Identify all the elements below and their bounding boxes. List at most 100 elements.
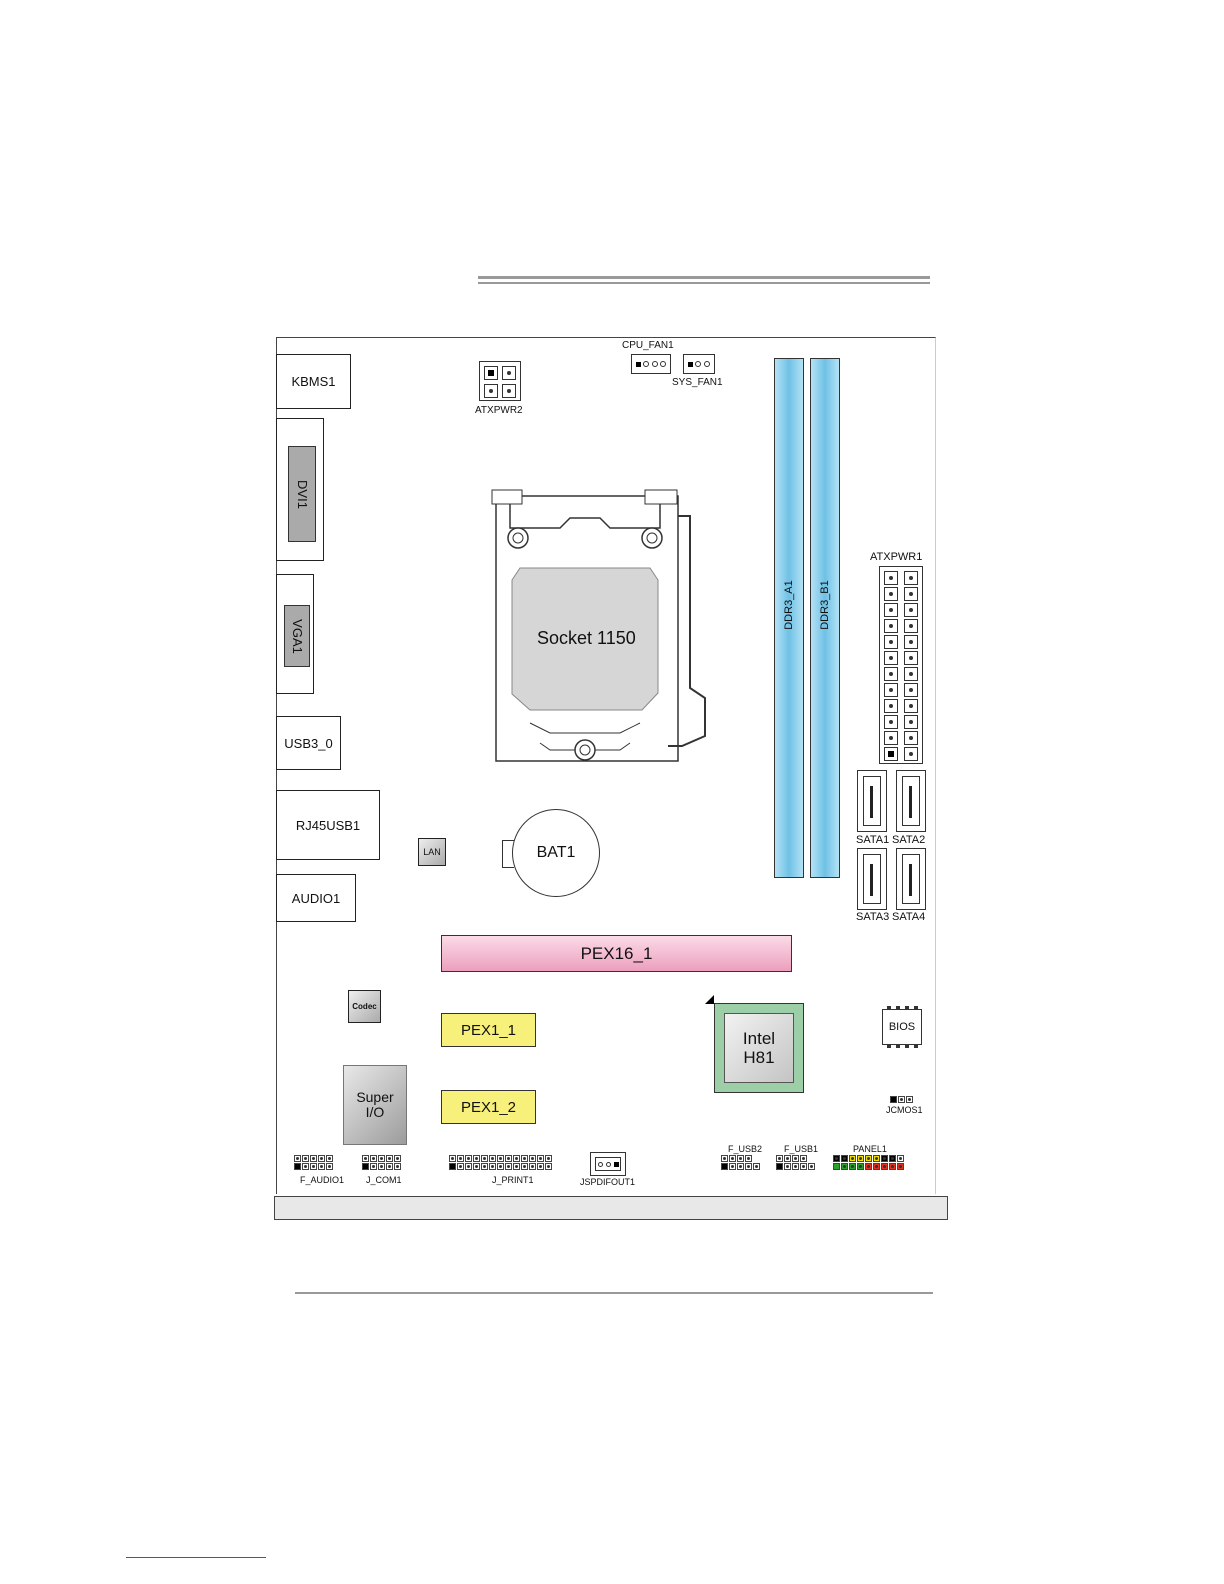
header-pin — [721, 1163, 728, 1170]
atxpwr1-pin — [904, 587, 918, 601]
atxpwr1-pin — [884, 587, 898, 601]
header-pin — [489, 1163, 496, 1170]
atxpwr1-pin — [884, 747, 898, 761]
board-bottom-edge — [274, 1196, 948, 1220]
super-io-label-line2: I/O — [366, 1105, 385, 1120]
sys-fan1-label: SYS_FAN1 — [672, 377, 723, 388]
sata1-port — [857, 770, 887, 832]
atxpwr1-pin — [884, 603, 898, 617]
header-pin — [776, 1155, 783, 1162]
f-audio1-label: F_AUDIO1 — [300, 1175, 344, 1185]
atxpwr2-label: ATXPWR2 — [475, 405, 523, 416]
header-pin — [833, 1155, 840, 1162]
pex1-1-slot: PEX1_1 — [441, 1013, 536, 1047]
header-pin — [465, 1155, 472, 1162]
header-pin — [370, 1163, 377, 1170]
header-pin — [721, 1155, 728, 1162]
header-pin — [505, 1163, 512, 1170]
audio1-port: AUDIO1 — [276, 874, 356, 922]
atxpwr1-pin — [904, 715, 918, 729]
atxpwr1-connector — [879, 566, 923, 764]
bat1-battery: BAT1 — [512, 809, 600, 897]
bios-label: BIOS — [889, 1021, 915, 1033]
header-pin — [473, 1163, 480, 1170]
header-pin — [849, 1155, 856, 1162]
atxpwr1-pin — [884, 683, 898, 697]
header-pin — [737, 1163, 744, 1170]
header-pin — [537, 1155, 544, 1162]
header-pin — [449, 1163, 456, 1170]
header-pin — [362, 1155, 369, 1162]
header-pin — [833, 1163, 840, 1170]
header-pin — [318, 1163, 325, 1170]
sata2-port — [896, 770, 926, 832]
header-pin — [394, 1163, 401, 1170]
header-pin — [873, 1163, 880, 1170]
f-usb1-label: F_USB1 — [784, 1144, 818, 1154]
header-pin — [362, 1163, 369, 1170]
ddr3-a1-slot: DDR3_A1 — [774, 358, 804, 878]
pex1-2-label: PEX1_2 — [461, 1099, 516, 1116]
header-pin — [857, 1155, 864, 1162]
atxpwr1-pin — [904, 747, 918, 761]
header-pin — [529, 1155, 536, 1162]
ddr3-b1-slot: DDR3_B1 — [810, 358, 840, 878]
header-pin — [465, 1163, 472, 1170]
super-io-chip: Super I/O — [343, 1065, 407, 1145]
header-pin — [753, 1163, 760, 1170]
header-pin — [529, 1163, 536, 1170]
atxpwr2-pin — [502, 384, 516, 398]
header-pin — [310, 1163, 317, 1170]
usb3-label: USB3_0 — [284, 736, 332, 751]
header-pin — [729, 1163, 736, 1170]
header-pin — [473, 1155, 480, 1162]
j-com1-header — [362, 1155, 401, 1170]
header-pin — [808, 1155, 815, 1162]
header-pin — [865, 1155, 872, 1162]
chipset-pin1-marker — [705, 995, 714, 1004]
header-pin — [449, 1155, 456, 1162]
header-pin — [326, 1163, 333, 1170]
header-pin — [378, 1163, 385, 1170]
sata4-label: SATA4 — [892, 911, 925, 923]
atxpwr1-pin — [904, 571, 918, 585]
header-pin — [897, 1155, 904, 1162]
atxpwr1-pin — [884, 635, 898, 649]
header-pin — [310, 1155, 317, 1162]
pex16-1-label: PEX16_1 — [581, 944, 653, 964]
atxpwr2-connector — [479, 361, 521, 401]
header-pin — [505, 1155, 512, 1162]
header-pin — [302, 1155, 309, 1162]
header-pin — [545, 1163, 552, 1170]
f-usb2-header — [721, 1155, 760, 1170]
codec-label: Codec — [352, 1002, 376, 1011]
j-print1-header — [449, 1155, 552, 1170]
header-pin — [889, 1155, 896, 1162]
header-pin — [294, 1155, 301, 1162]
header-pin — [784, 1163, 791, 1170]
cpu-fan1-header — [631, 354, 671, 374]
sys-fan1-header — [683, 354, 715, 374]
atxpwr1-pin — [884, 699, 898, 713]
footer-rule — [295, 1292, 933, 1294]
f-usb2-label: F_USB2 — [728, 1144, 762, 1154]
header-pin — [386, 1155, 393, 1162]
header-pin — [889, 1163, 896, 1170]
sata1-label: SATA1 — [856, 834, 889, 846]
rj45usb1-port: RJ45USB1 — [276, 790, 380, 860]
bios-chip: BIOS — [882, 1009, 922, 1045]
header-pin — [745, 1155, 752, 1162]
atxpwr2-pin — [502, 366, 516, 380]
header-pin — [881, 1155, 888, 1162]
header-pin — [481, 1155, 488, 1162]
super-io-label-line1: Super — [356, 1090, 393, 1105]
atxpwr1-pin — [904, 603, 918, 617]
header-pin — [521, 1163, 528, 1170]
header-pin — [729, 1155, 736, 1162]
ddr3-b1-label: DDR3_B1 — [819, 575, 831, 635]
header-pin — [897, 1163, 904, 1170]
atxpwr1-pin — [904, 651, 918, 665]
socket-label: Socket 1150 — [537, 628, 636, 649]
vga1-port: VGA1 — [276, 574, 314, 694]
j-com1-label: J_COM1 — [366, 1175, 402, 1185]
